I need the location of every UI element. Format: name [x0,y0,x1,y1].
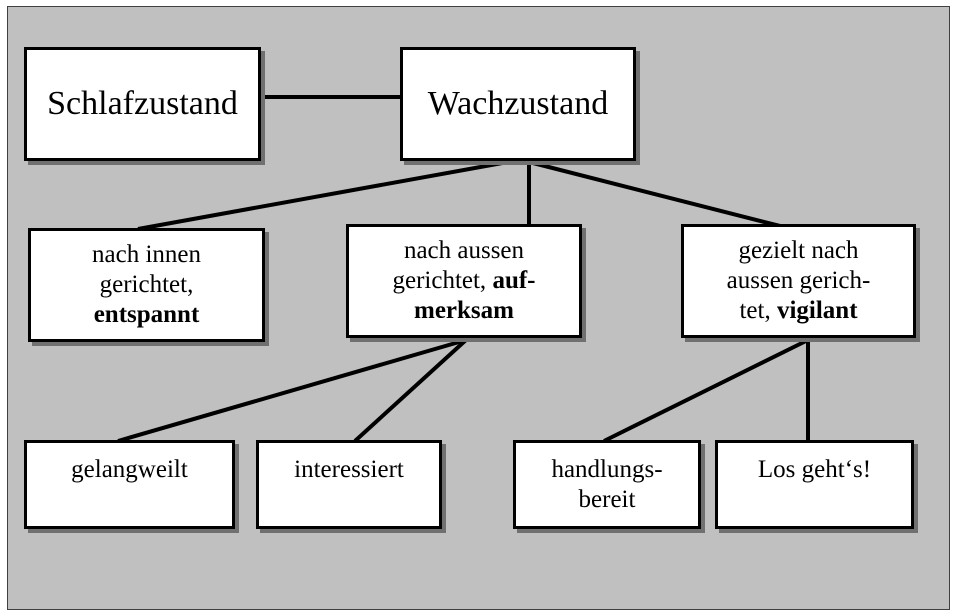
node-nach-aussen: nach aussen gerichtet, auf-merksam [346,224,582,338]
node-nach-innen: nach innen gerichtet,entspannt [28,228,265,342]
connector-wach-innen [137,160,509,231]
connector-gezielt-handlungsbereit [603,338,809,443]
node-handlungsbereit: handlungs- bereit [513,440,701,529]
node-schlafzustand-label: Schlafzustand [47,84,238,122]
node-schlafzustand: Schlafzustand [24,47,261,161]
node-gezielt-label: gezielt nach aussen gerich- tet, vigilan… [726,237,871,324]
node-gezielt: gezielt nach aussen gerich- tet, vigilan… [681,224,916,338]
connector-aussen-gelangweilt [117,338,467,443]
node-nach-innen-label: nach innen gerichtet,entspannt [92,241,201,328]
node-interessiert: interessiert [256,440,442,529]
node-los-gehts-label: Los geht‘s! [757,456,872,483]
node-nach-aussen-label: nach aussen gerichtet, auf-merksam [392,237,536,324]
node-gelangweilt: gelangweilt [24,440,235,529]
node-interessiert-label: interessiert [294,456,404,483]
node-wachzustand-label: Wachzustand [427,84,609,122]
node-handlungsbereit-label: handlungs- bereit [551,455,663,513]
node-wachzustand: Wachzustand [400,47,636,161]
node-los-gehts: Los geht‘s! [715,440,914,529]
connector-wach-gezielt [528,160,781,228]
connector-aussen-interessiert [353,338,468,443]
node-gelangweilt-label: gelangweilt [71,456,188,483]
